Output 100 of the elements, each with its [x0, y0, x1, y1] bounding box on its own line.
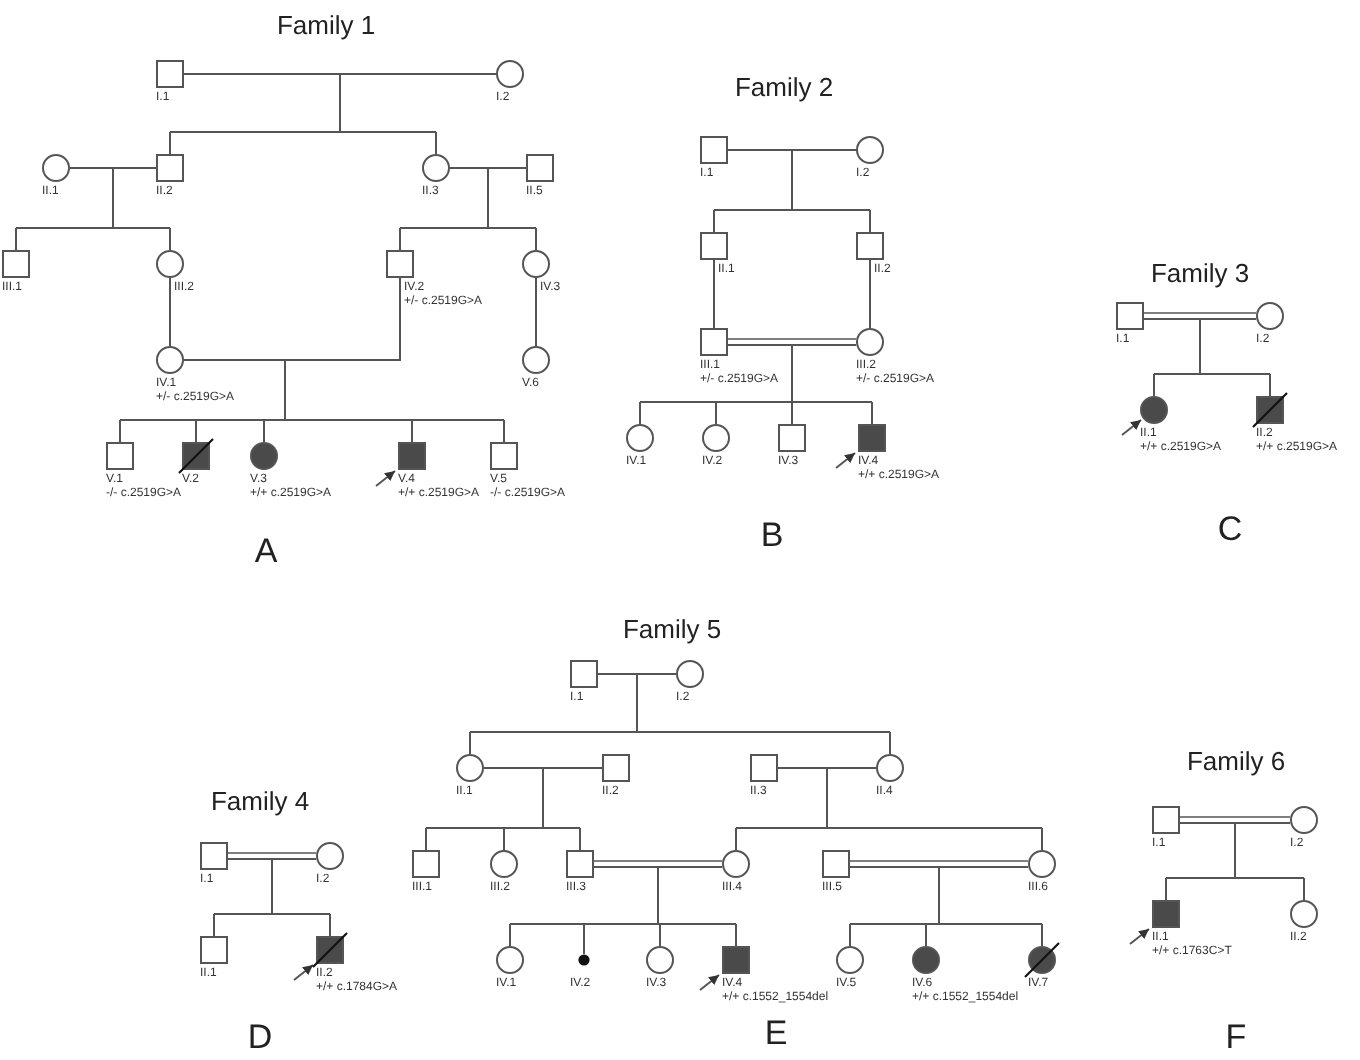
descent-line — [183, 73, 341, 75]
descent-line — [1143, 318, 1201, 320]
descent-line — [425, 827, 427, 851]
descent-line — [713, 209, 715, 233]
sibship-line — [399, 167, 537, 229]
proband-arrow — [375, 470, 396, 487]
sibship-line — [1153, 318, 1271, 375]
descent-line — [869, 209, 871, 233]
descent-line — [583, 923, 585, 955]
panel-letter: F — [1225, 1018, 1247, 1056]
descent-line — [535, 227, 537, 251]
descent-line — [542, 767, 603, 769]
descent-line — [469, 731, 471, 755]
descent-line — [657, 866, 723, 868]
sibship-line — [15, 167, 171, 229]
sibship-line — [735, 767, 1043, 829]
descent-line — [69, 167, 114, 169]
descent-line — [1153, 373, 1155, 397]
proband-arrow — [835, 452, 856, 469]
descent-line — [777, 767, 828, 769]
descent-line — [503, 419, 505, 443]
descent-line — [339, 73, 497, 75]
descent-line — [869, 259, 871, 329]
descent-line — [399, 227, 401, 251]
sibship-line — [1165, 822, 1305, 879]
sibship-line — [849, 866, 1043, 925]
proband-arrow — [699, 974, 720, 991]
descent-line — [119, 419, 121, 443]
family-title: Family 4 — [210, 786, 310, 816]
descent-line — [112, 167, 157, 169]
descent-line — [411, 419, 413, 443]
family-title: Family 2 — [734, 72, 834, 102]
descent-line — [1165, 877, 1167, 901]
descent-line — [195, 419, 197, 443]
descent-line — [271, 858, 317, 860]
descent-line — [727, 149, 793, 151]
descent-line — [284, 277, 401, 361]
descent-line — [509, 923, 511, 947]
descent-line — [871, 401, 873, 425]
family-title: Family 3 — [1150, 258, 1250, 288]
descent-line — [1269, 373, 1271, 397]
sibship-line — [213, 858, 331, 915]
descent-line — [503, 827, 505, 851]
descent-line — [183, 359, 286, 361]
descent-line — [849, 923, 851, 947]
descent-line — [659, 923, 661, 947]
descent-line — [639, 401, 641, 425]
consanguineous-marriage-line — [1179, 816, 1291, 824]
descent-line — [727, 344, 793, 346]
panel-letter: B — [760, 516, 784, 554]
descent-line — [1179, 822, 1236, 824]
descent-line — [169, 277, 171, 347]
sibship-line — [509, 866, 737, 925]
family-title: Family 6 — [1186, 746, 1286, 776]
panel-letter: E — [764, 1014, 788, 1052]
descent-line — [597, 673, 638, 675]
descent-line — [169, 131, 171, 155]
descent-line — [449, 167, 489, 169]
descent-line — [1234, 822, 1291, 824]
family-title: Family 5 — [622, 614, 722, 644]
descent-line — [169, 227, 171, 251]
descent-line — [435, 131, 437, 155]
descent-line — [735, 827, 737, 851]
consanguineous-marriage-line — [727, 338, 857, 346]
descent-line — [535, 277, 537, 347]
descent-line — [849, 866, 940, 868]
descent-line — [826, 767, 877, 769]
proband-arrow — [1121, 419, 1142, 436]
descent-line — [713, 259, 715, 329]
descent-line — [791, 149, 857, 151]
descent-line — [925, 923, 927, 947]
descent-line — [735, 923, 737, 947]
descent-line — [791, 401, 793, 425]
descent-line — [938, 866, 1029, 868]
sibship-line — [713, 149, 871, 211]
descent-line — [1199, 318, 1257, 320]
sibship-line — [425, 767, 581, 829]
proband-arrow — [1129, 928, 1150, 945]
sibship-line — [169, 73, 437, 133]
descent-line — [263, 419, 265, 443]
sibship-line — [639, 344, 873, 403]
descent-line — [791, 344, 857, 346]
descent-line — [1303, 877, 1305, 901]
descent-line — [715, 401, 717, 425]
descent-line — [487, 167, 527, 169]
consanguineous-marriage-line — [849, 860, 1029, 868]
family-title: Family 1 — [276, 10, 376, 40]
descent-line — [227, 858, 273, 860]
descent-line — [15, 227, 17, 251]
descent-line — [593, 866, 659, 868]
descent-line — [213, 913, 215, 937]
sibship-line — [469, 673, 891, 733]
descent-line — [636, 673, 677, 675]
panel-letter: D — [247, 1018, 273, 1056]
panel-letter: A — [254, 532, 278, 570]
consanguineous-marriage-line — [227, 852, 317, 860]
consanguineous-marriage-line — [1143, 312, 1257, 320]
descent-line — [329, 913, 331, 937]
sibship-line — [119, 359, 505, 421]
proband-arrow — [293, 964, 314, 981]
